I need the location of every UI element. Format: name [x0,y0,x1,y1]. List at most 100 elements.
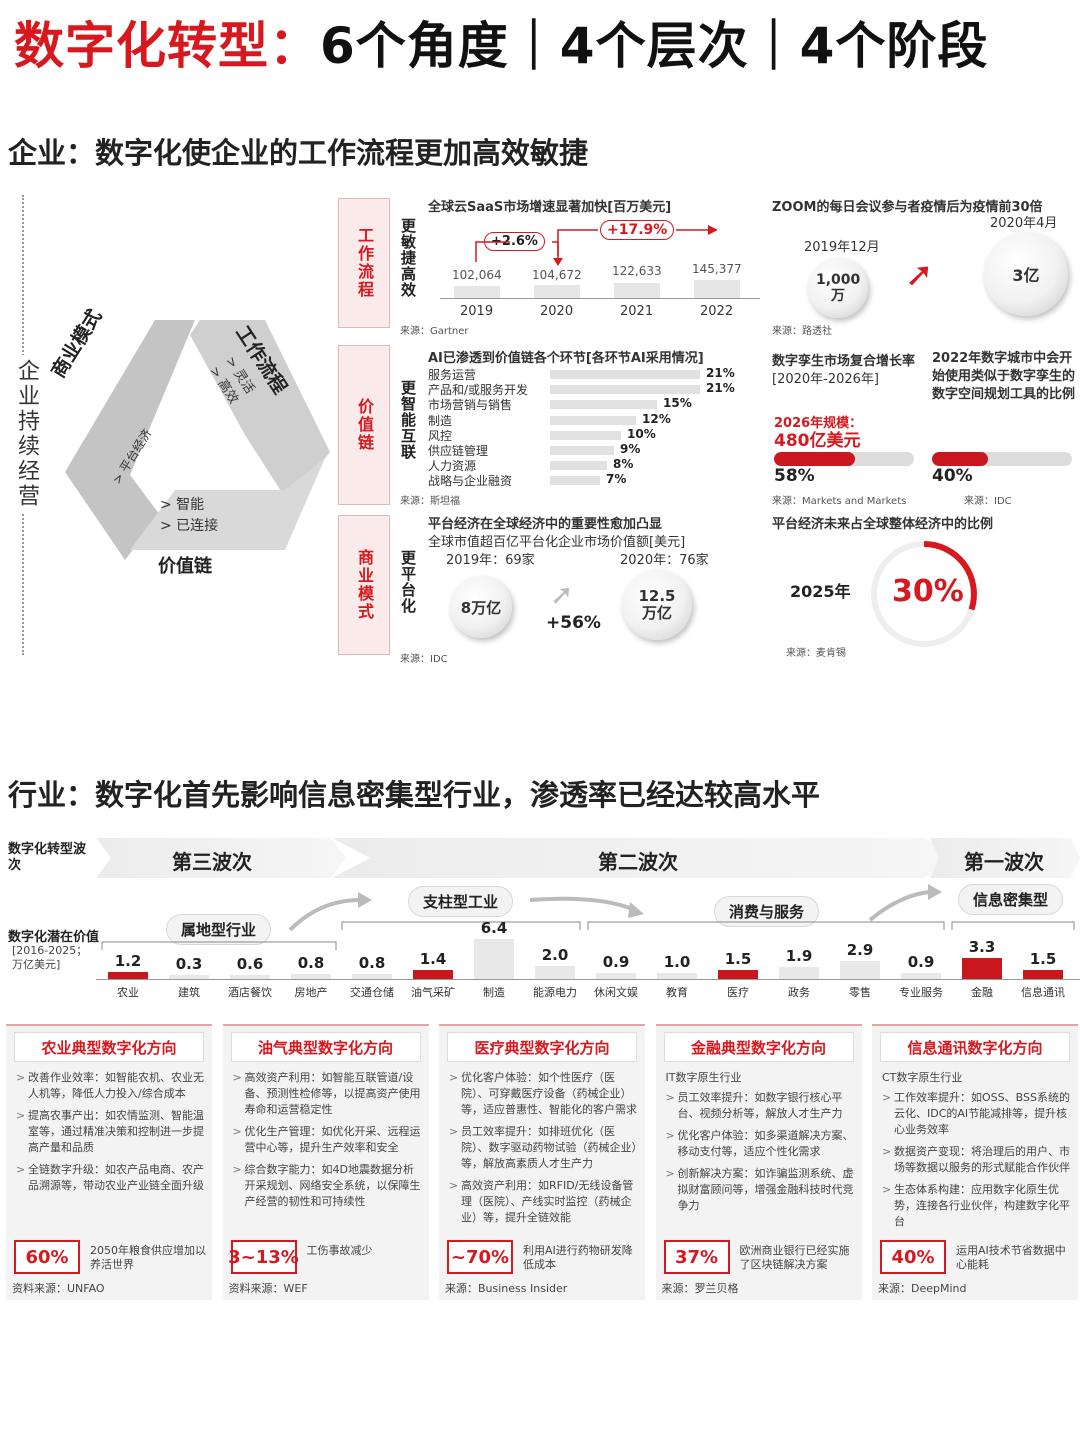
card-source: 来源：罗兰贝格 [661,1282,739,1295]
wave-2: 第二波次 [598,850,678,874]
sector-name: 农业 [117,986,139,999]
card-stat: 37% [663,1240,730,1274]
saas-bar [694,280,740,298]
card-item: 综合数字能力：如4D地震数据分析开采规划、网络安全系统，以保障生产经营的韧性和可… [233,1162,421,1210]
sector-value: 1.2 [114,952,142,970]
card-item: 高效资产利用：如RFID/无线设备管理（医院）、产线实时监控（药械企业）等，提升… [449,1178,637,1226]
platform-ball-1: 8万亿 [450,576,512,638]
card-source: 资料来源：UNFAO [12,1282,105,1295]
zoom-title: ZOOM的每日会议参与者疫情后为疫情前30倍 [772,200,1043,215]
ai-bar [550,476,600,486]
ai-row-label: 供应链管理 [428,442,491,459]
panel-sub-business: 更平台化 [399,550,417,614]
sector-bar [596,973,636,979]
sector-value: 1.0 [663,953,691,971]
sector-name: 制造 [483,986,505,999]
ai-row-pct: 21% [706,366,735,380]
saas-title: 全球云SaaS市场增速显著加快[百万美元] [428,200,672,215]
sector-bar [352,974,392,979]
card-stat-desc: 工伤事故减少 [306,1244,373,1257]
sector-name: 教育 [666,986,688,999]
sector-name: 金融 [971,986,993,999]
sector-bar [779,967,819,979]
sector-value: 2.0 [541,946,569,964]
sector-bar [1023,970,1063,979]
sector-bar [962,958,1002,979]
ai-row: 战略与企业融资 7% [428,472,748,490]
ai-row-label: 战略与企业融资 [428,472,515,490]
ai-source: 来源：斯坦福 [400,496,460,507]
card-body: IT数字原生行业员工效率提升：如数字银行核心平台、视频分析等，解放人才生产力优化… [656,1062,862,1214]
platform-share-title: 平台经济未来占全球整体经济中的比例 [772,517,994,532]
card-intro: CT数字原生行业 [882,1071,963,1084]
sector-axis [96,979,1080,980]
card-item: 员工效率提升：如数字银行核心平台、视频分析等，解放人才生产力 [666,1090,854,1122]
triangle-diagram [65,320,330,560]
industry-card: 信息通讯数字化方向CT数字原生行业工作效率提升：如OSS、BSS系统的云化、ID… [872,1024,1078,1300]
sector-value: 0.8 [358,954,386,972]
sector-bar [230,975,270,979]
sector-value: 1.5 [1029,950,1057,968]
platform-year-1: 2019年：69家 [446,553,535,568]
saas-growth-2: +17.9% [600,220,675,240]
saas-growth-lines [475,225,718,266]
wave-band-1 [930,838,1080,878]
industry-card: 农业典型数字化方向改善作业效率：如智能农机、农业无人机等，降低人力投入/综合成本… [6,1024,212,1300]
card-item: 优化客户体验：如个性医疗（医院）、可穿戴医疗设备（药械企业）等，适应普惠性、智能… [449,1070,637,1118]
card-item: 提高农事产出：如农情监测、智能温室等，通过精准决策和控制进一步提高产量和品质 [16,1108,204,1156]
platform-ball-2: 12.5万亿 [622,570,692,640]
side-label: 企业持续经营 [14,359,39,509]
group-info: 信息密集型 [958,884,1064,915]
ai-row-pct: 12% [642,411,671,426]
sector-bar [413,970,453,979]
panel-label-workflow: 工作流程 [338,198,390,328]
twin-source: 来源：Markets and Markets [772,496,907,507]
saas-value: 102,064 [452,268,502,282]
sector-bar [169,975,209,979]
wave-band-3 [96,838,346,878]
ai-row-label: 风控 [428,426,455,444]
card-title: 医疗典型数字化方向 [447,1032,637,1062]
card-intro: IT数字原生行业 [665,1071,742,1084]
ai-row-pct: 7% [606,472,627,487]
platform-subtitle: 全球市值超百亿平台化企业市场价值额[美元] [428,535,686,550]
card-item: 数据资产变现：将治理后的用户、市场等数据以服务的形式赋能合作伙伴 [882,1144,1070,1176]
sector-name: 零售 [849,986,871,999]
card-item: 创新解决方案：如诈骗监测系统、虚拟财富顾问等，增强金融科技时代竞争力 [666,1166,854,1214]
saas-year: 2021 [620,304,654,319]
card-source: 资料来源：WEF [228,1282,308,1295]
platform-share-ring [871,541,977,647]
platform-source: 来源：IDC [400,654,448,665]
sector-bar [840,961,880,979]
saas-axis [440,298,760,299]
sector-name: 油气采矿 [411,986,455,999]
card-stat: ~70% [447,1240,513,1274]
card-item: 高效资产利用：如智能互联管道/设备、预测性检修等，以提高资产使用寿命和运营稳定性 [233,1070,421,1118]
ai-bar [550,385,700,395]
platform-share-pct: 30% [892,574,964,609]
card-body: 高效资产利用：如智能互联管道/设备、预测性检修等，以提高资产使用寿命和运营稳定性… [223,1062,429,1210]
sector-value: 2.9 [846,941,874,959]
twin-period: [2020年-2026年] [772,372,880,387]
saas-year: 2019 [460,304,494,319]
saas-value: 122,633 [612,264,662,278]
sector-name: 酒店餐饮 [228,986,272,999]
card-stat: 3~13% [228,1240,299,1274]
saas-chart: 102,064 104,672 122,633 145,377 [440,262,760,302]
sector-bar [474,939,514,979]
sector-bar [535,966,575,979]
platform-share-year: 2025年 [790,582,851,601]
group-local: 属地型行业 [166,914,272,945]
tri-value-item-2: > 已连接 [160,518,219,534]
saas-bar [614,283,660,298]
group-arrows [288,884,942,932]
industry-card: 金融典型数字化方向IT数字原生行业员工效率提升：如数字银行核心平台、视频分析等，… [655,1024,862,1300]
sector-value: 1.5 [724,950,752,968]
sector-value: 6.4 [480,919,508,937]
twin-pct: 58% [774,466,815,486]
